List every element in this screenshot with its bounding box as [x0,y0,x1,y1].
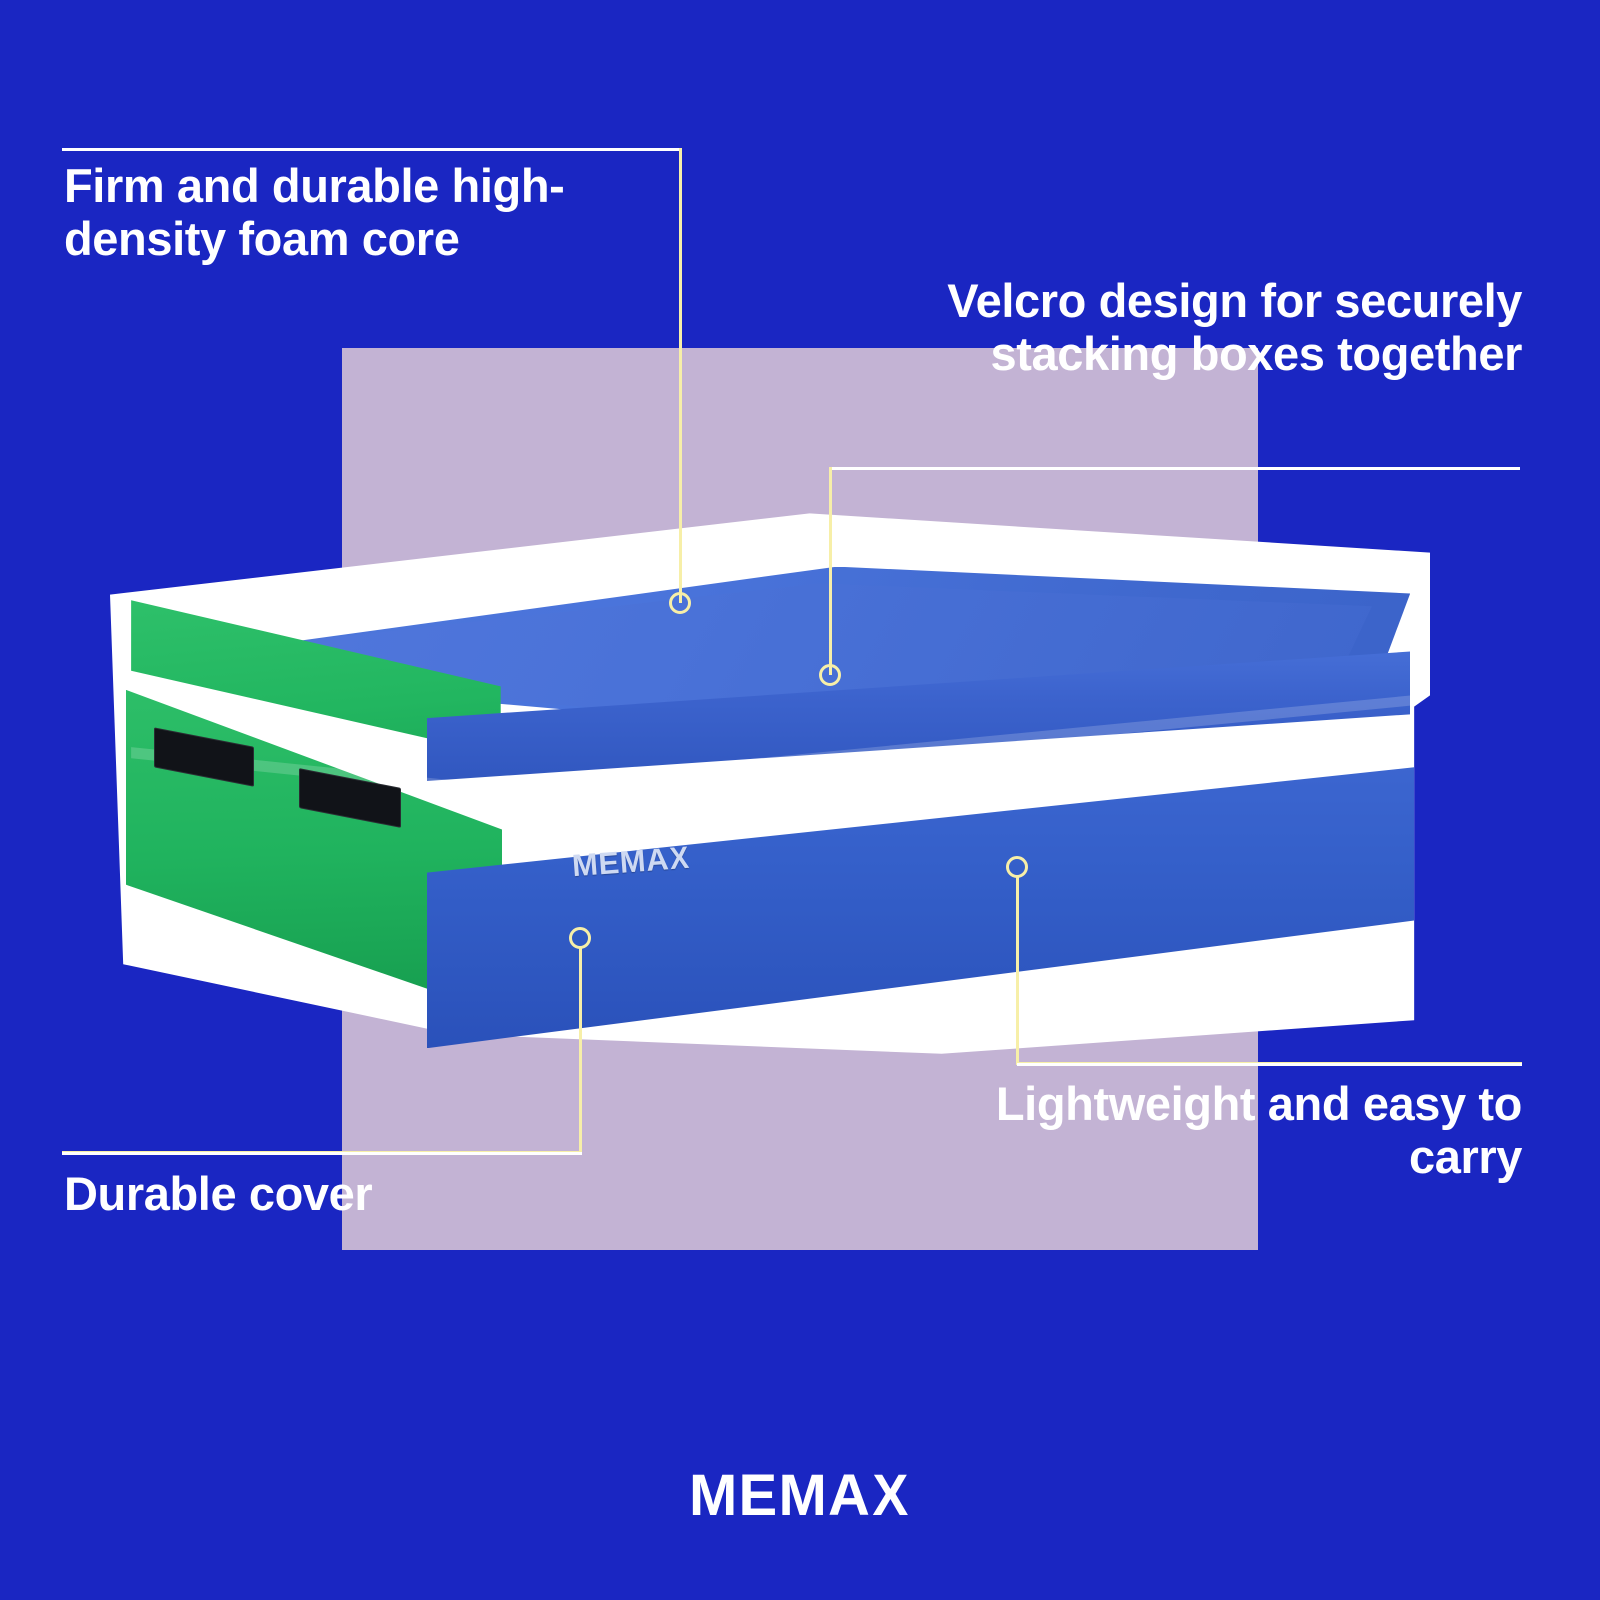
footer-logo: MEMAX [0,1462,1600,1529]
leader-marker-durable-cover [569,927,591,949]
leader-line-velcro-design [829,467,832,675]
product-brand-x: X [668,839,691,876]
callout-rule-durable-cover [62,1152,582,1155]
leader-marker-velcro-design [819,664,841,686]
leader-marker-lightweight [1006,856,1028,878]
product-photo: MEMAX [110,505,1430,1065]
footer-logo-text: MEMA [689,1463,872,1528]
callout-rule-lightweight [1017,1063,1522,1066]
callout-label-velcro-design: Velcro design for securely stacking boxe… [947,274,1522,380]
callout-label-lightweight: Lightweight and easy to carry [995,1077,1523,1183]
plyo-box-product: MEMAX [110,505,1430,1065]
callout-rule-velcro-design [830,467,1520,470]
leader-line-foam-core [679,148,682,603]
callout-label-durable-cover: Durable cover [64,1167,373,1220]
leader-line-durable-cover-vertical [579,948,582,1154]
leader-line-lightweight-vertical [1016,877,1019,1065]
leader-marker-foam-core [669,592,691,614]
callout-rule-foam-core [62,148,682,151]
callout-label-foam-core: Firm and durable high-density foam core [64,159,565,265]
product-brand-text: MEMA [570,841,671,884]
footer-logo-x: X [872,1463,910,1528]
